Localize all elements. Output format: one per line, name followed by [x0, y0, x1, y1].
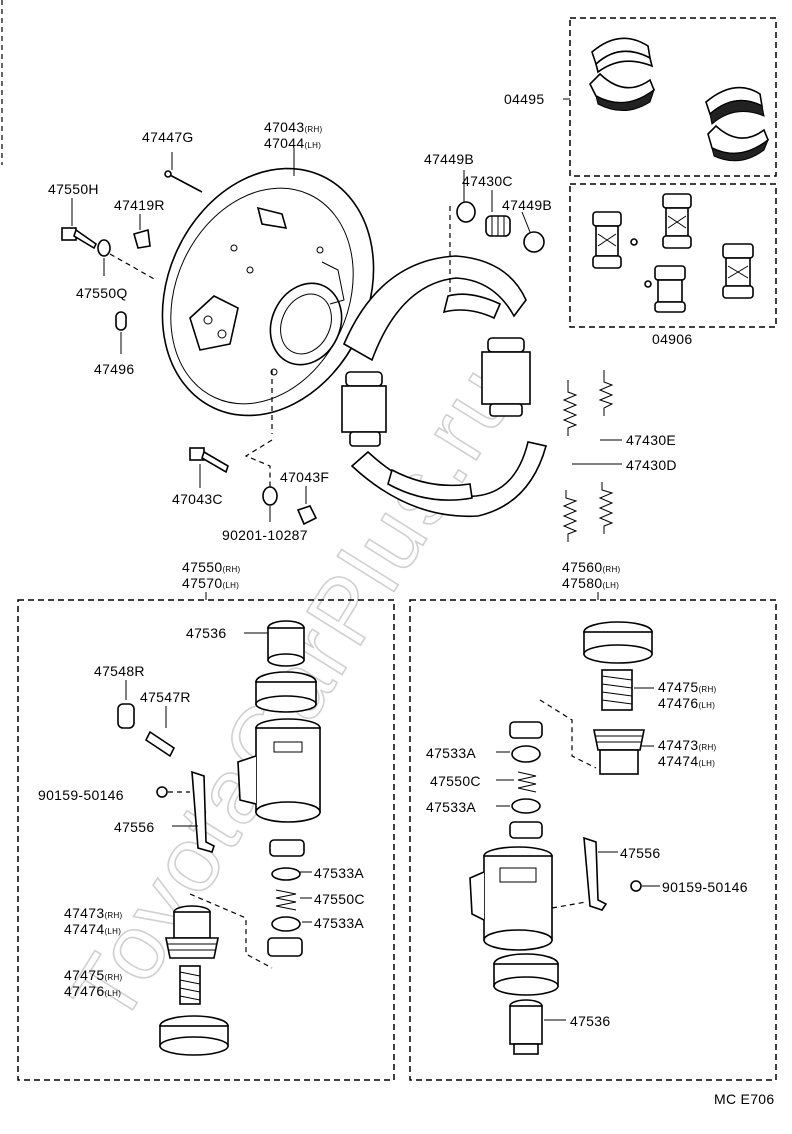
cup-47533A-left-2: [271, 916, 301, 932]
label-47043C: 47043C: [172, 491, 223, 507]
label-04495: 04495: [504, 91, 544, 107]
cup-47533A-left-1: [269, 839, 305, 857]
spring-47430C: [485, 215, 511, 237]
backing-plate: [161, 167, 375, 417]
label-47550Q: 47550Q: [76, 285, 128, 301]
label-L-47533A-1: 47533A: [314, 865, 364, 881]
boot-lower-right: [493, 953, 559, 996]
label-47550H: 47550H: [48, 181, 99, 197]
cap-47449B-b: [523, 231, 545, 253]
wheel-cylinder-assembled-left: [341, 371, 387, 447]
adjust-screw-47475-left: [179, 965, 201, 1005]
adjuster-47473-right: [593, 729, 645, 775]
return-springs: [562, 370, 614, 542]
label-47449B-b: 47449B: [502, 197, 552, 213]
label-L-90159: 90159-50146: [38, 787, 124, 803]
label-R-47476: 47476(LH): [658, 695, 715, 711]
piston-left: [267, 937, 303, 957]
label-47430C: 47430C: [462, 173, 513, 189]
boot-left: [255, 671, 317, 713]
cylinder-body-left: [237, 718, 321, 823]
adjust-screw-47475-right: [601, 669, 633, 711]
label-47570: 47570(LH): [182, 575, 239, 591]
label-R-47536: 47536: [570, 1013, 610, 1029]
label-L-47473: 47473(RH): [64, 905, 123, 921]
label-47043F: 47043F: [280, 469, 329, 485]
shoe-kit-box: [569, 17, 777, 177]
clip-47419R: [133, 228, 151, 249]
bleeder-47547R: [144, 730, 176, 758]
label-47043: 47043(RH): [264, 119, 323, 135]
bleeder-cap-47536-left: [267, 620, 305, 667]
label-R-47475: 47475(RH): [658, 679, 717, 695]
label-R-90159: 90159-50146: [662, 879, 748, 895]
piston-right: [509, 721, 543, 739]
label-L-47536: 47536: [186, 625, 226, 641]
label-47447G: 47447G: [142, 129, 194, 145]
label-L-47533A-2: 47533A: [314, 915, 364, 931]
cylinder-kit-box: [569, 183, 777, 328]
piston-small-left: [271, 867, 301, 881]
cap-47449B-a: [456, 201, 476, 223]
screw-90159-left: [156, 786, 168, 798]
label-R-47533A-1: 47533A: [426, 745, 476, 761]
label-04906: 04906: [652, 331, 692, 347]
label-R-47474: 47474(LH): [658, 753, 715, 769]
shoe-kit-parts: [589, 37, 770, 162]
cup-47533A-right-2: [511, 798, 541, 814]
washer-90201: [262, 486, 278, 506]
left-cylinder-box: [17, 599, 395, 1081]
wheel-cylinder-assembled-right: [481, 337, 531, 417]
label-L-47556: 47556: [114, 819, 154, 835]
label-L-47547R: 47547R: [140, 689, 191, 705]
label-47419R: 47419R: [114, 197, 165, 213]
label-47044: 47044(LH): [264, 135, 321, 151]
cap-47548R: [117, 703, 135, 729]
bolt-47043C: [189, 447, 229, 474]
label-47430E: 47430E: [626, 432, 676, 448]
plug-47496: [115, 311, 127, 331]
label-90201-10287: 90201-10287: [222, 527, 308, 543]
cup-47533A-right-1: [511, 745, 541, 763]
label-R-47556: 47556: [620, 845, 660, 861]
cup-right-lower: [509, 821, 543, 839]
brake-shoe-upper: [342, 255, 527, 362]
drawing-code: MC E706: [714, 1091, 774, 1107]
spring-47550C-left: [275, 889, 297, 911]
label-L-47476: 47476(LH): [64, 983, 121, 999]
cylinder-kit-parts: [592, 193, 754, 313]
washer-47550Q: [97, 239, 111, 257]
brake-shoe-lower: [350, 441, 547, 518]
plate-47556-right: [583, 836, 608, 911]
bolt-47550H: [61, 227, 98, 250]
boot-upper-right: [583, 621, 653, 664]
label-47430D: 47430D: [626, 457, 677, 473]
screw-90159-right: [630, 880, 642, 892]
label-47560: 47560(RH): [562, 559, 621, 575]
label-47496: 47496: [94, 361, 134, 377]
nut-47043F: [296, 505, 318, 526]
label-L-47474: 47474(LH): [64, 921, 121, 937]
boot-lower-left: [159, 1015, 229, 1056]
label-R-47533A-2: 47533A: [426, 799, 476, 815]
label-L-47550C: 47550C: [314, 891, 365, 907]
label-47580: 47580(LH): [562, 575, 619, 591]
pin-47447G: [167, 173, 203, 193]
label-L-47548R: 47548R: [94, 663, 145, 679]
right-cylinder-box: [409, 599, 777, 1081]
bleeder-cap-47536-right: [509, 999, 543, 1055]
plate-47556-left: [191, 770, 215, 853]
label-47449B-a: 47449B: [424, 151, 474, 167]
adjuster-47473-left: [165, 905, 219, 959]
label-R-47550C: 47550C: [430, 773, 481, 789]
spring-47550C-right: [517, 771, 537, 793]
label-R-47473: 47473(RH): [658, 737, 717, 753]
label-47550: 47550(RH): [182, 559, 241, 575]
label-L-47475: 47475(RH): [64, 967, 123, 983]
cylinder-body-right: [469, 846, 553, 951]
